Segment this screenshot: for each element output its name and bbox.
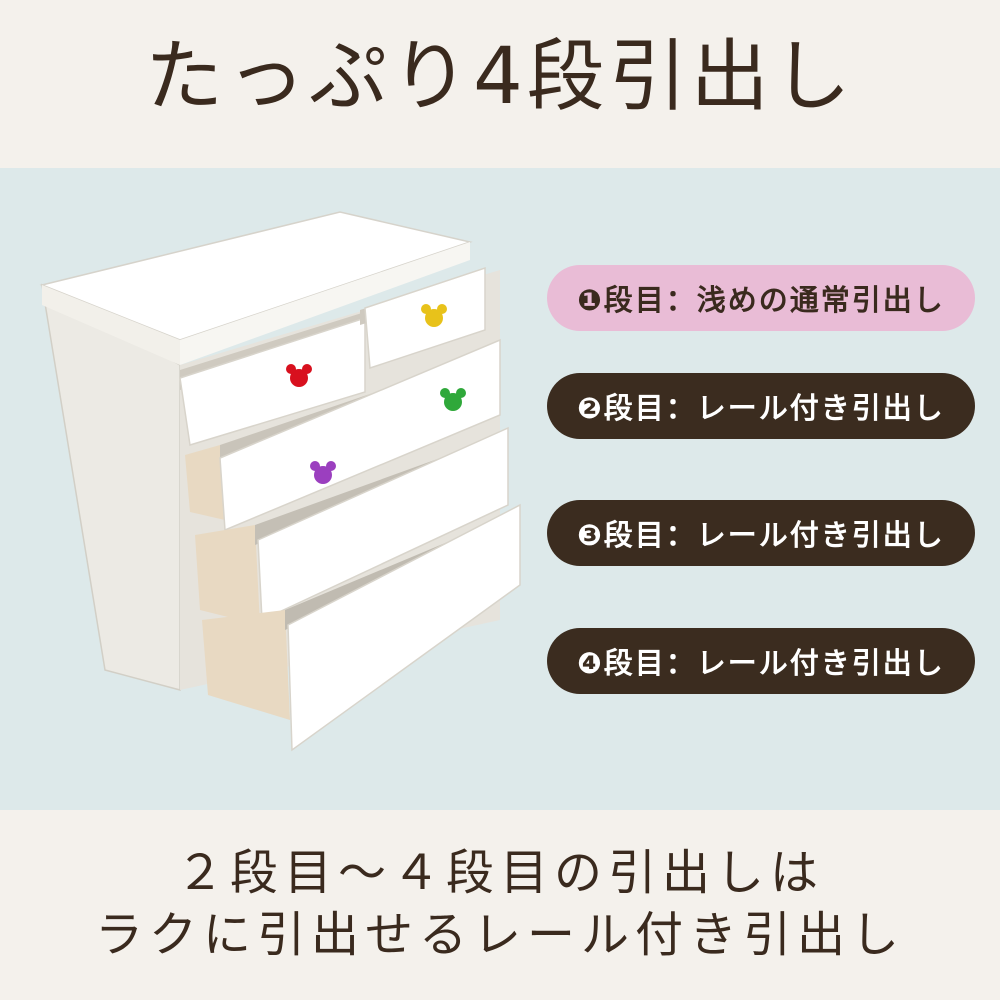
dresser-top-edge — [42, 285, 180, 365]
caption-line-2: ラクに引出せるレール付き引出し — [94, 907, 905, 964]
drawer-4-label: ❹段目：レール付き引出し — [547, 628, 975, 694]
drawer-2-label: ❷段目：レール付き引出し — [547, 373, 975, 439]
drawer-2-side — [185, 445, 225, 520]
drawer-3-front — [257, 426, 509, 622]
knob-red-icon — [286, 364, 312, 387]
knob-green-icon — [440, 388, 466, 411]
page-title: たっぷり4段引出し — [145, 32, 855, 122]
drawer-4-side — [202, 610, 290, 720]
drawer-1-left-front — [179, 316, 366, 446]
drawer-1-label: ❶段目：浅めの通常引出し — [547, 265, 975, 331]
knob-yellow-icon — [421, 304, 447, 327]
caption: ２段目～４段目の引出しは ラクに引出せるレール付き引出し — [0, 842, 1000, 967]
caption-line-1: ２段目～４段目の引出しは — [175, 845, 824, 901]
drawer-2-front — [219, 338, 501, 532]
drawer-4-front — [287, 503, 521, 752]
dresser-illustration — [39, 211, 521, 752]
drawer-3-label: ❸段目：レール付き引出し — [547, 500, 975, 566]
drawer-3-side — [195, 525, 260, 625]
knob-purple-icon — [310, 461, 336, 484]
